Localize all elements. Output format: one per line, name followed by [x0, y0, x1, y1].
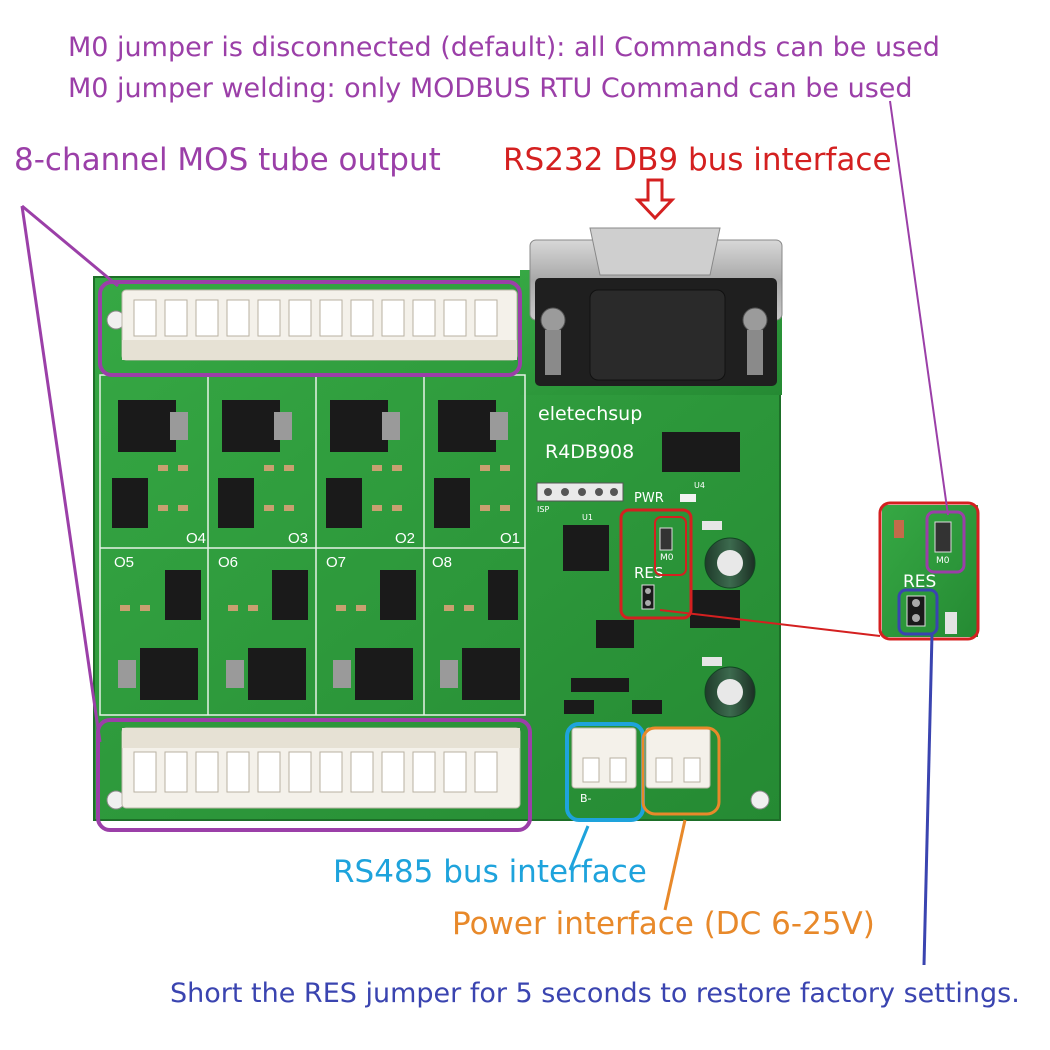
- channel-o6-label: O6: [218, 554, 238, 571]
- power-connector: [645, 727, 711, 789]
- mos-bottom-highlight: [96, 718, 532, 832]
- brand-silkscreen: eletechsup: [538, 403, 642, 425]
- db9-connector: [529, 227, 783, 386]
- inset-m0-highlight: [925, 510, 966, 574]
- channel-labels: O1 O2 O3 O4 O5 O6 O7 O8: [114, 530, 520, 571]
- ic-u4: [662, 432, 740, 472]
- m0-board-highlight: [654, 516, 687, 576]
- channel-o3-label: O3: [288, 530, 308, 547]
- mos-output-label: 8-channel MOS tube output: [14, 142, 441, 178]
- svg-text:U4: U4: [694, 481, 705, 490]
- upper-smd-parts: [158, 465, 510, 511]
- upper-channels: [112, 400, 508, 528]
- model-silkscreen: R4DB908: [545, 441, 634, 463]
- lower-smd-parts: [120, 605, 474, 611]
- mos-top-highlight: [98, 280, 522, 377]
- pwr-led: [680, 494, 696, 502]
- svg-text:U1: U1: [582, 513, 593, 522]
- channel-o4-label: O4: [186, 530, 206, 547]
- svg-text:RES: RES: [634, 564, 663, 582]
- inset-red-highlight: [878, 501, 980, 641]
- res-board-highlight: [619, 508, 693, 620]
- m0-note-line1: M0 jumper is disconnected (default): all…: [68, 32, 940, 63]
- channel-o8-label: O8: [432, 554, 452, 571]
- svg-text:RES: RES: [903, 572, 936, 592]
- svg-text:B-: B-: [580, 792, 592, 805]
- channel-o2-label: O2: [395, 530, 415, 547]
- res-restore-note: Short the RES jumper for 5 seconds to re…: [170, 978, 1020, 1009]
- rs485-label: RS485 bus interface: [333, 854, 647, 890]
- power-highlight: [641, 726, 721, 816]
- channel-o5-label: O5: [114, 554, 134, 571]
- svg-text:M0: M0: [936, 556, 950, 566]
- rs485-connector: [571, 727, 637, 789]
- lower-channels: [118, 570, 520, 700]
- top-output-connector: [121, 289, 518, 361]
- rs232-label: RS232 DB9 bus interface: [503, 142, 892, 178]
- pwr-silkscreen: PWR: [634, 491, 664, 506]
- down-arrow-icon: [634, 178, 676, 221]
- channel-o1-label: O1: [500, 530, 520, 547]
- ic-u1: [563, 525, 609, 571]
- inset-res-highlight: [897, 588, 939, 636]
- svg-text:M0: M0: [660, 553, 674, 563]
- m0-note-line2: M0 jumper welding: only MODBUS RTU Comma…: [68, 73, 913, 104]
- svg-text:ISP: ISP: [537, 505, 549, 514]
- power-label: Power interface (DC 6-25V): [452, 906, 875, 942]
- channel-o7-label: O7: [326, 554, 346, 571]
- bottom-output-connector: [121, 727, 521, 809]
